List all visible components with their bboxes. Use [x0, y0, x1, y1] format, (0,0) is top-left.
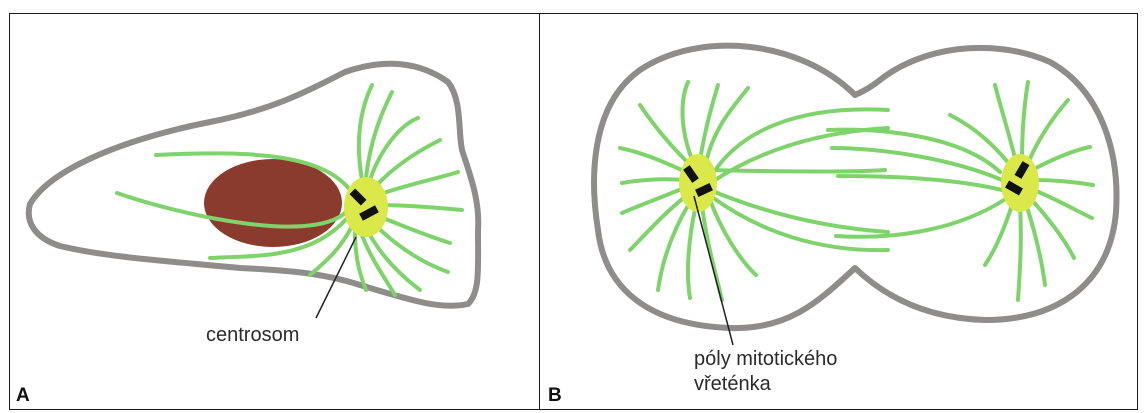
panel-a-illustration [29, 64, 479, 318]
centrosom-label: centrosom [206, 324, 299, 347]
panel-b-illustration [594, 46, 1116, 345]
nucleus [204, 159, 342, 247]
centrosome-a [344, 177, 388, 237]
spindle-pole-right [1001, 154, 1039, 212]
panel-a-letter: A [16, 385, 30, 407]
panel-b-letter: B [548, 385, 562, 407]
microtubules-b-spindle [710, 109, 1004, 250]
spindle-poles-label-line2: vřeténka [694, 373, 771, 396]
spindle-pole-left [679, 154, 717, 212]
spindle-poles-label-line1: póly mitotického [694, 348, 837, 371]
